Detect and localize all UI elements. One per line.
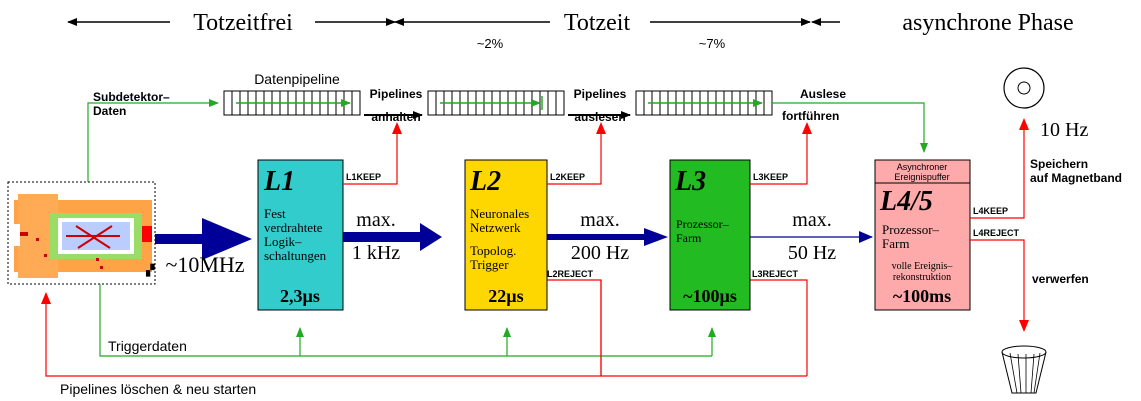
l3-reject-label: L3REJECT <box>752 269 799 279</box>
l3-keep-label: L3KEEP <box>753 172 788 182</box>
l45-desc-1: Prozessor– <box>882 222 940 237</box>
storage-label-line2: auf Magnetband <box>1030 171 1122 185</box>
l1-keep: L1KEEP <box>343 122 402 185</box>
phase-totzeit: Totzeit <box>564 10 631 36</box>
l1-time: 2,3µs <box>280 286 320 306</box>
pipelines-halt-line2: anhalten <box>371 110 420 124</box>
l3-time: ~100µs <box>683 286 737 306</box>
detector-rate: ~10MHz <box>165 252 244 277</box>
trash-bin-icon <box>1001 345 1047 394</box>
l2-desc-1: Neuronales <box>470 206 529 221</box>
l2-desc-5: Trigger <box>470 257 509 272</box>
l3-rate-line2: 50 Hz <box>788 242 836 264</box>
l45-desc-3: volle Ereignis– <box>892 261 954 272</box>
subdetector-data-path: Subdetektor– Daten <box>87 90 928 182</box>
deadtime-pct-l3: ~7% <box>699 36 726 51</box>
subdetector-label-line1: Subdetektor– <box>93 90 170 104</box>
l2-keep-label: L2KEEP <box>550 172 585 182</box>
storage: 10 Hz Speichern auf Magnetband verwerfen <box>1003 67 1122 286</box>
l1-desc-1: Fest <box>264 206 286 221</box>
phase-asynchron: asynchrone Phase <box>902 10 1073 36</box>
l2-rate-line1: max. <box>580 209 619 231</box>
l3-trigger-box: L3 Prozessor– Farm ~100µs <box>669 159 751 311</box>
pipelines-read-line1: Pipelines <box>574 87 627 101</box>
phase-header: Totzeitfrei Totzeit asynchrone Phase ~2%… <box>67 10 1074 51</box>
l3-desc-1: Prozessor– <box>676 217 730 231</box>
l45-keep-reject: L4KEEP L4REJECT <box>970 118 1029 332</box>
l45-desc-4: rekonstruktion <box>893 272 951 283</box>
l2-title: L2 <box>469 166 501 197</box>
pipelines-continue-line2: fortführen <box>782 109 839 123</box>
detector-image <box>7 181 156 285</box>
pipeline-3 <box>635 90 773 116</box>
l45-reject-label: L4REJECT <box>973 228 1020 238</box>
restart-path: Pipelines löschen & neu starten <box>41 279 808 397</box>
l45-trigger-box: Asynchroner Ereignispuffer L4/5 Prozesso… <box>874 159 971 311</box>
l3-rate-line1: max. <box>792 209 831 231</box>
triggerdata-path: Triggerdaten <box>99 284 716 357</box>
l1-rate-line1: max. <box>356 209 395 231</box>
l45-time: ~100ms <box>893 286 951 306</box>
l2-desc-4: Topolog. <box>470 243 516 258</box>
l1-desc-3: Logik– <box>264 234 302 249</box>
storage-rate: 10 Hz <box>1040 119 1088 141</box>
discard-label: verwerfen <box>1032 272 1089 286</box>
l45-buffer-line1: Asynchroner <box>897 162 948 172</box>
phase-totzeitfrei: Totzeitfrei <box>193 10 293 36</box>
l1-desc-2: verdrahtete <box>264 220 323 235</box>
l45-desc-2: Farm <box>882 236 909 251</box>
l1-title: L1 <box>263 166 295 197</box>
triggerdata-label: Triggerdaten <box>108 338 187 354</box>
pipelines-read-line2: auslesen <box>574 110 625 124</box>
storage-label-line1: Speichern <box>1030 157 1088 171</box>
l2-desc-2: Netzwerk <box>470 220 521 235</box>
l3-desc-2: Farm <box>676 231 702 245</box>
pipeline-1 <box>223 90 361 116</box>
pipeline-2 <box>427 90 565 116</box>
subdetector-label-line2: Daten <box>93 104 126 118</box>
l45-title: L4/5 <box>879 186 933 217</box>
restart-label: Pipelines löschen & neu starten <box>60 381 256 397</box>
l1-rate-line2: 1 kHz <box>352 242 400 264</box>
detector-rate-marker: ▞ <box>145 263 155 277</box>
deadtime-pct-l2: ~2% <box>477 36 504 51</box>
l3-title: L3 <box>674 166 706 197</box>
l3-keep: L3KEEP L3REJECT <box>750 122 812 279</box>
l2-keep: L2KEEP L2REJECT <box>547 122 606 279</box>
l1-desc-4: schaltungen <box>264 248 327 263</box>
l1-keep-label: L1KEEP <box>346 172 381 182</box>
pipelines-continue-line1: Auslese <box>800 87 846 101</box>
data-pipelines: Datenpipeline Pipelines anha <box>223 71 846 124</box>
pipelines-halt-line1: Pipelines <box>370 87 423 101</box>
l45-buffer-line2: Ereignispuffer <box>894 172 949 182</box>
l2-trigger-box: L2 Neuronales Netzwerk Topolog. Trigger … <box>464 159 548 311</box>
l1-trigger-box: L1 Fest verdrahtete Logik– schaltungen 2… <box>257 159 344 311</box>
l2-reject-label: L2REJECT <box>547 269 594 279</box>
l2-time: 22µs <box>488 286 523 306</box>
l2-rate-line2: 200 Hz <box>571 242 629 264</box>
main-dataflow: ▞ ~10MHz max. 1 kHz max. 200 Hz max. 50 … <box>145 209 873 277</box>
l45-keep-label: L4KEEP <box>973 206 1008 216</box>
pipeline-label: Datenpipeline <box>254 71 340 87</box>
